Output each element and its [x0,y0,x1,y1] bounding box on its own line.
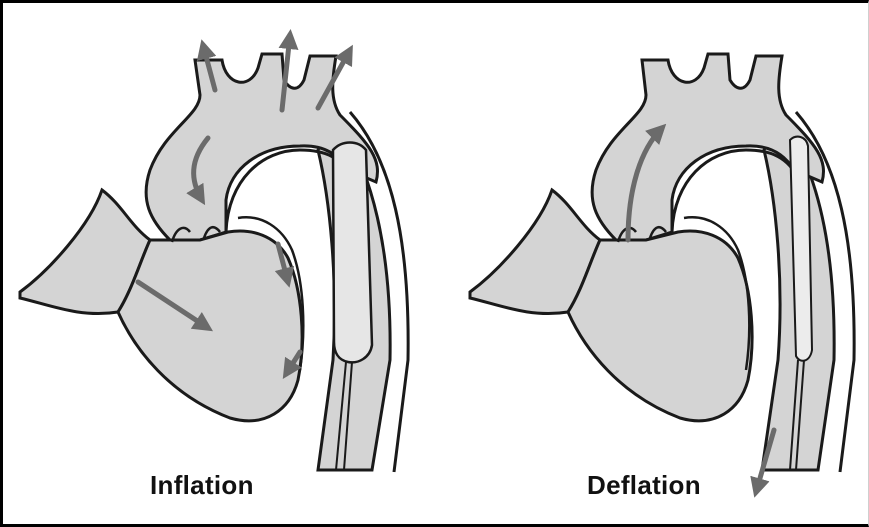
deflation-heart-illustration [470,54,854,492]
iabp-balloon-inflated [333,143,372,363]
inflation-heart-illustration [20,35,408,472]
deflation-label: Deflation [587,470,701,501]
inflation-label: Inflation [150,470,254,501]
left-ventricle [118,231,302,421]
left-ventricle [568,231,752,421]
